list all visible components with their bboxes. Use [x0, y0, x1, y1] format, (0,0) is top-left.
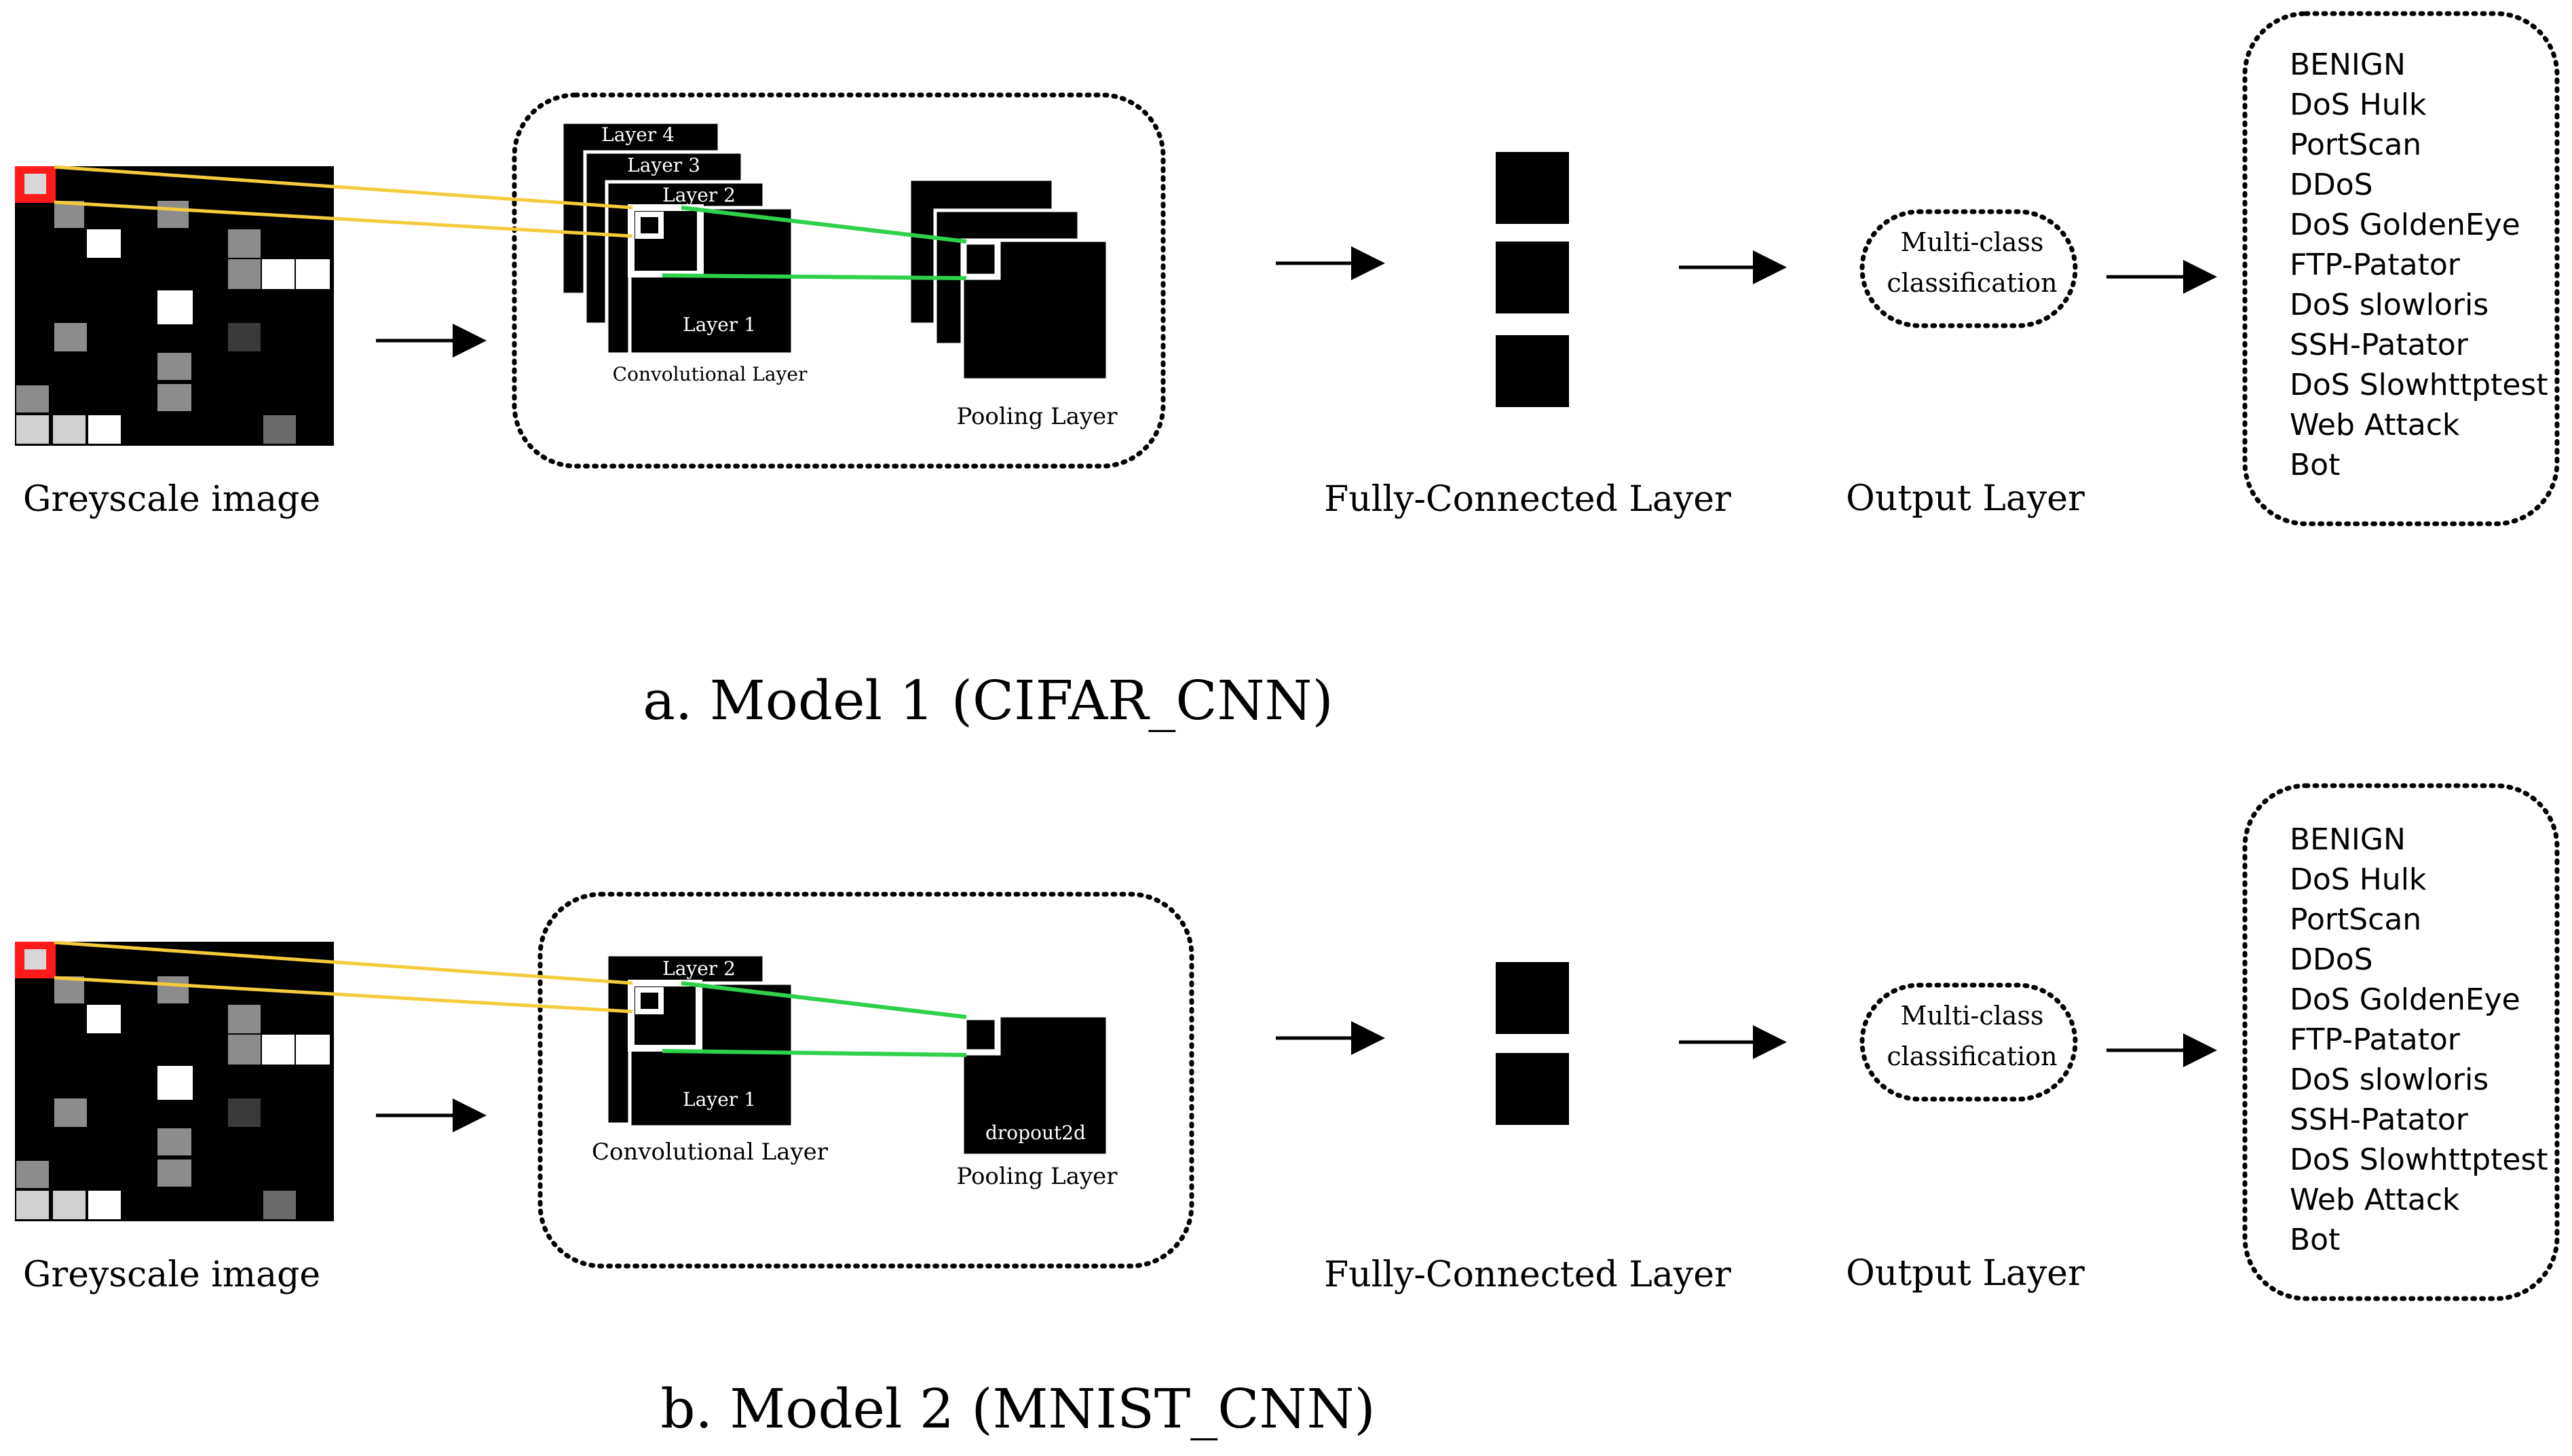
- conv-layer-4-label: Layer 4: [601, 123, 675, 146]
- pool-layer-stack-2: [960, 1014, 1110, 1157]
- caption-model-1: a. Model 1 (CIFAR_CNN): [643, 669, 1334, 732]
- output-oval-2: [1859, 982, 2078, 1102]
- class-item: FTP-Patator: [2290, 1022, 2461, 1057]
- fc-block: [1496, 335, 1569, 407]
- pool-layer-label: Pooling Layer: [956, 403, 1118, 430]
- class-item: DoS GoldenEye: [2290, 982, 2520, 1017]
- conv-layer-label: Convolutional Layer: [592, 1138, 829, 1166]
- fc-block: [1496, 962, 1569, 1034]
- yellow-line-top: [54, 165, 633, 210]
- class-item: SSH-Patator: [2290, 1103, 2469, 1137]
- yellow-line-bottom: [54, 200, 633, 238]
- oval-line-1: Multi-class: [1901, 1001, 2044, 1031]
- class-item: Bot: [2290, 448, 2340, 482]
- pixel-cells: [16, 201, 330, 444]
- class-item: DoS slowloris: [2290, 288, 2489, 322]
- class-item: Web Attack: [2290, 1183, 2460, 1217]
- class-list-2: BENIGN DoS Hulk PortScan DDoS DoS Golden…: [2290, 822, 2548, 1257]
- class-item: BENIGN: [2290, 47, 2406, 82]
- fc-layer-1: [1496, 152, 1569, 407]
- yellow-line-bottom: [54, 976, 633, 1014]
- class-item: PortScan: [2290, 128, 2421, 162]
- class-item: DoS Hulk: [2290, 88, 2427, 122]
- class-item: DoS GoldenEye: [2290, 208, 2520, 242]
- class-item: PortScan: [2290, 902, 2421, 937]
- fc-block: [1496, 152, 1569, 224]
- model-2: Greyscale image Layer 2 Layer 1 Convolut…: [15, 783, 2560, 1440]
- output-oval-1: [1859, 209, 2078, 328]
- green-line-bottom: [662, 1049, 967, 1057]
- class-item: DoS Slowhttptest: [2290, 1143, 2548, 1177]
- greyscale-image-2: [15, 942, 334, 1221]
- conv-layer-1-label: Layer 1: [683, 1088, 756, 1111]
- oval-line-2: classification: [1887, 268, 2057, 298]
- fc-layer-2: [1496, 962, 1569, 1125]
- pool-window: [960, 1014, 1001, 1056]
- conv-layer-stack-1: Layer 4 Layer 3 Layer 2 Layer 1: [560, 120, 795, 356]
- fc-layer-label: Fully-Connected Layer: [1324, 1254, 1731, 1295]
- oval-line-1: Multi-class: [1901, 227, 2044, 257]
- pool-layer-stack-1: [907, 177, 1110, 382]
- green-line-top: [681, 206, 967, 244]
- conv-pool-group-1: [512, 92, 1166, 469]
- pool-layer-label: Pooling Layer: [956, 1163, 1118, 1190]
- fc-block: [1496, 242, 1569, 313]
- input-label: Greyscale image: [23, 1254, 320, 1295]
- conv-layer-3-label: Layer 3: [627, 154, 700, 176]
- conv-layer-1-label: Layer 1: [683, 313, 756, 336]
- classes-box-2: [2242, 783, 2560, 1301]
- class-item: DDoS: [2290, 168, 2373, 202]
- conv-pool-group-2: [537, 892, 1194, 1269]
- pool-window: [960, 238, 1001, 280]
- class-item: SSH-Patator: [2290, 328, 2469, 362]
- output-layer-label: Output Layer: [1846, 1253, 2085, 1294]
- class-item: Web Attack: [2290, 408, 2460, 442]
- class-list-1: BENIGN DoS Hulk PortScan DDoS DoS Golden…: [2290, 47, 2548, 482]
- model-1: Greyscale image Layer 4 Layer 3 Layer 2 …: [15, 11, 2560, 732]
- class-item: DoS Slowhttptest: [2290, 368, 2548, 402]
- conv-layer-stack-2: Layer 2 Layer 1: [605, 953, 795, 1129]
- classes-box-1: [2242, 11, 2560, 526]
- yellow-line-top: [54, 940, 633, 985]
- caption-model-2: b. Model 2 (MNIST_CNN): [660, 1377, 1375, 1440]
- pool-inner-label: dropout2d: [985, 1122, 1086, 1144]
- class-item: BENIGN: [2290, 822, 2406, 857]
- class-item: Bot: [2290, 1223, 2340, 1257]
- oval-line-2: classification: [1887, 1041, 2057, 1071]
- output-layer-label: Output Layer: [1846, 478, 2085, 519]
- conv-layer-2-label: Layer 2: [662, 957, 736, 980]
- class-item: DDoS: [2290, 942, 2373, 977]
- greyscale-image-1: [15, 166, 334, 446]
- fc-layer-label: Fully-Connected Layer: [1324, 479, 1731, 520]
- conv-layer-2-label: Layer 2: [662, 184, 736, 206]
- class-item: DoS Hulk: [2290, 862, 2427, 897]
- green-line-top: [681, 981, 967, 1019]
- pixel-cells: [16, 976, 330, 1219]
- input-label: Greyscale image: [23, 479, 320, 520]
- conv-layer-label: Convolutional Layer: [613, 363, 808, 385]
- class-item: DoS slowloris: [2290, 1062, 2489, 1097]
- class-item: FTP-Patator: [2290, 248, 2461, 282]
- fc-block: [1496, 1053, 1569, 1125]
- green-line-bottom: [662, 273, 967, 280]
